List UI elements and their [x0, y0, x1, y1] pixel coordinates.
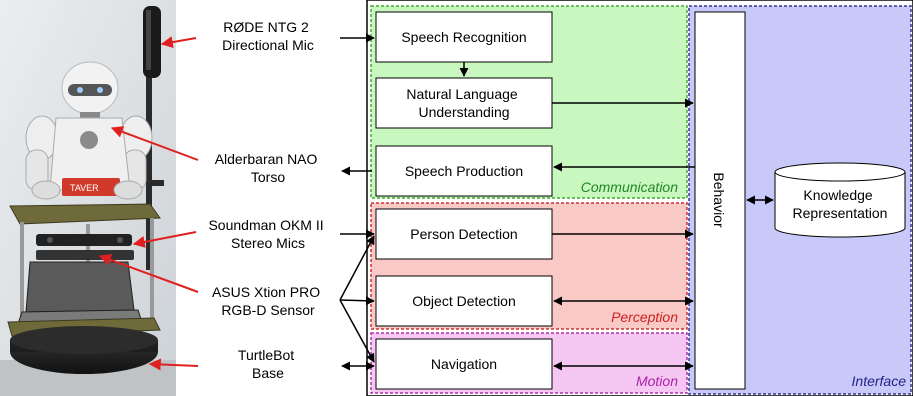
svg-text:Behavior: Behavior: [711, 172, 727, 228]
label-xtion: ASUS Xtion PRO RGB-D Sensor: [212, 284, 324, 318]
module-knowledge-representation: Knowledge Representation: [774, 162, 906, 238]
group-communication-label: Communication: [581, 179, 678, 195]
module-speech-recognition: Speech Recognition: [375, 11, 553, 63]
module-nlu: Natural Language Understanding: [375, 77, 553, 129]
label-turtlebot: TurtleBot Base: [238, 347, 298, 381]
module-behavior: Behavior: [694, 11, 746, 390]
module-person-detection: Person Detection: [375, 208, 553, 260]
robot-photo: TAVER: [0, 0, 199, 396]
module-object-detection: Object Detection: [375, 275, 553, 327]
svg-text:Speech Production: Speech Production: [405, 163, 523, 179]
svg-text:Navigation: Navigation: [431, 356, 497, 372]
group-interface-label: Interface: [852, 373, 907, 389]
nao-robot-icon: TAVER: [25, 61, 153, 200]
label-nao: Alderbaran NAO Torso: [215, 151, 322, 185]
label-stereo-mics: Soundman OKM II Stereo Mics: [208, 217, 327, 251]
svg-text:Knowledge Representati: Knowledge Representation: [793, 187, 888, 221]
hardware-labels: RØDE NTG 2 Directional Mic Alderbaran NA…: [208, 19, 327, 381]
directional-mic-icon: [143, 6, 161, 78]
connectors: [339, 33, 774, 371]
robot-sticker-text: TAVER: [70, 183, 99, 193]
laptop-icon: [17, 261, 143, 325]
svg-text:Object Detection: Object Detection: [412, 293, 516, 309]
group-motion-label: Motion: [636, 373, 678, 389]
module-speech-production: Speech Production: [375, 145, 553, 197]
turtlebot-base-icon: [10, 326, 158, 374]
module-navigation: Navigation: [375, 338, 553, 390]
svg-text:Natural Language Under: Natural Language Understanding: [406, 86, 521, 120]
label-mic: RØDE NTG 2 Directional Mic: [222, 19, 314, 53]
svg-text:Person Detection: Person Detection: [410, 226, 517, 242]
group-perception-label: Perception: [611, 309, 678, 325]
svg-text:Speech Recognition: Speech Recognition: [401, 29, 526, 45]
